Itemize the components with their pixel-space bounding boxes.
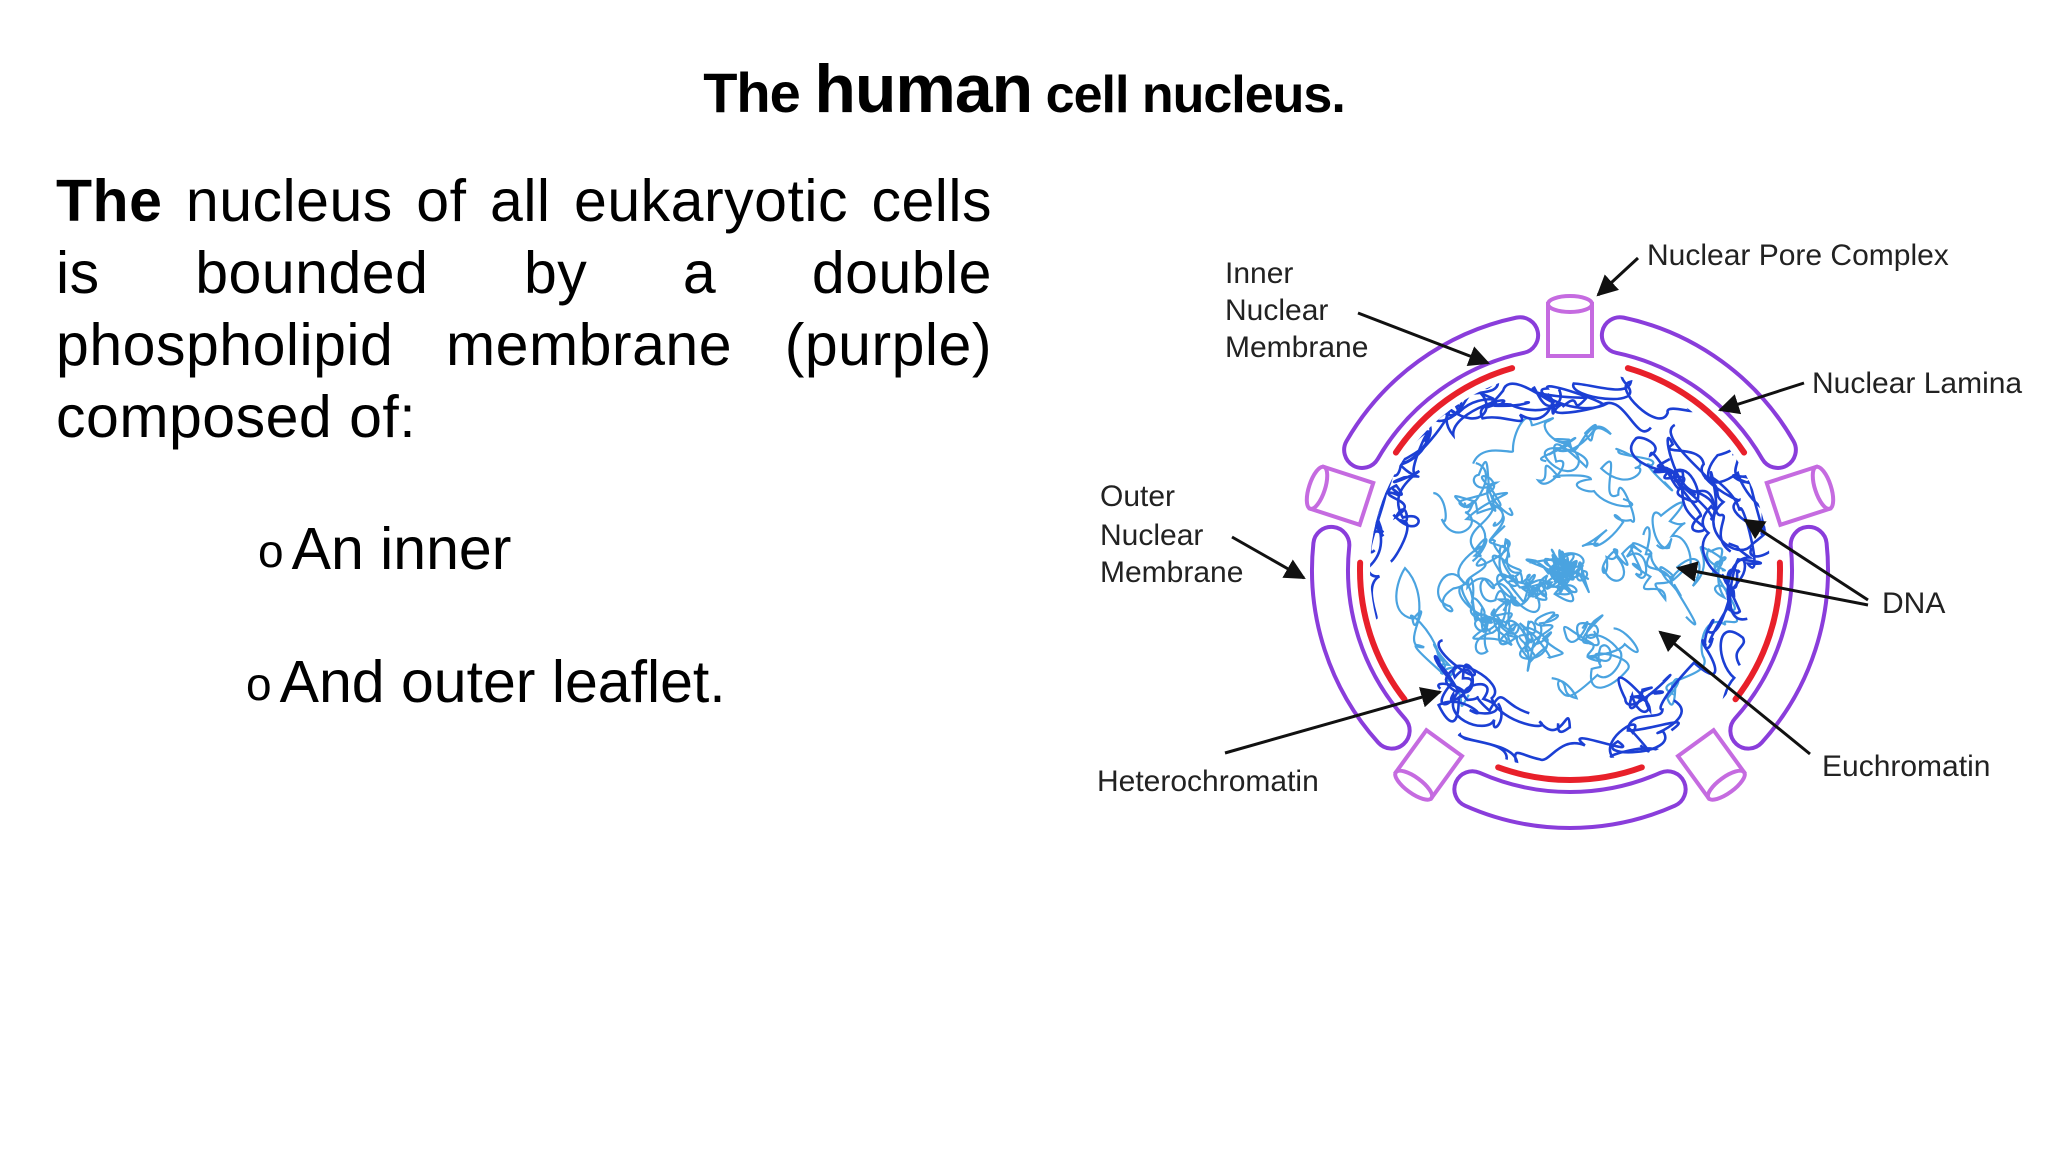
slide-title: The human cell nucleus. — [0, 50, 2048, 128]
chromatin-strand — [1432, 462, 1502, 534]
chromatin-strand — [1479, 382, 1562, 423]
chromatin-strand — [1563, 621, 1639, 689]
label-inner-3: Membrane — [1225, 331, 1368, 364]
pointer-arrows — [1224, 256, 1869, 756]
chromatin-strand — [1669, 423, 1770, 558]
label-euchromatin: Euchromatin — [1822, 750, 1990, 783]
chromatin-strand — [1665, 466, 1716, 533]
label-inner-1: Inner — [1225, 257, 1293, 290]
chromatin-strand — [1608, 630, 1746, 758]
outer-nuclear-membrane — [1310, 315, 1830, 830]
lamina-segment — [1495, 764, 1645, 783]
nuclear-pore-icon — [1764, 464, 1836, 528]
chromatin-strand — [1437, 573, 1549, 660]
chromatin-strand — [1631, 551, 1697, 626]
chromatin-strand — [1395, 566, 1470, 708]
chromatin-strand — [1572, 370, 1694, 420]
chromatin-strand — [1488, 515, 1531, 607]
arrow-nuclear-lamina — [1718, 381, 1805, 415]
arrow-dna-1 — [1743, 518, 1869, 602]
nuclear-pores — [1304, 294, 1836, 802]
nucleus-diagram: Inner Nuclear Membrane Nuclear Pore Comp… — [1080, 220, 2048, 870]
chromatin-strand — [1457, 699, 1683, 766]
arrow-pore-complex — [1596, 256, 1640, 297]
lamina-segment — [1392, 365, 1516, 456]
nuclear-lamina — [1357, 365, 1783, 783]
chromatin-strand — [1472, 417, 1612, 465]
label-nuclear-lamina: Nuclear Lamina — [1812, 367, 2022, 400]
label-dna: DNA — [1882, 587, 1945, 620]
arrow-inner-membrane — [1357, 311, 1490, 367]
chromatin-strand — [1531, 385, 1652, 433]
title-part-3: cell nucleus. — [1032, 66, 1346, 124]
chromatin-strand — [1458, 524, 1522, 633]
membrane-segment — [1600, 315, 1798, 470]
membrane-segment — [1728, 524, 1830, 751]
membrane-segment — [1310, 524, 1412, 751]
lamina-segment — [1624, 365, 1748, 456]
chromatin-strand — [1535, 437, 1634, 508]
title-part-1: The — [703, 61, 815, 124]
bullet-text: An inner — [291, 516, 512, 582]
chromatin-strand — [1464, 460, 1514, 558]
arrow-heterochromatin — [1224, 687, 1443, 755]
bullet-marker-icon: o — [258, 525, 284, 577]
lamina-segment — [1357, 559, 1408, 703]
lamina-segment — [1732, 559, 1783, 703]
arrow-euchromatin — [1658, 630, 1811, 756]
label-pore-complex: Nuclear Pore Complex — [1647, 239, 1949, 272]
chromatin-strand — [1551, 614, 1623, 700]
chromatin-strand — [1370, 483, 1409, 620]
bullet-marker-icon: o — [246, 658, 272, 710]
nuclear-pore-icon — [1393, 727, 1465, 802]
label-outer-3: Membrane — [1100, 556, 1243, 589]
membrane-segment — [1452, 769, 1688, 830]
label-outer-2: Nuclear — [1100, 519, 1203, 552]
chromatin-strand — [1581, 447, 1674, 547]
title-part-2: human — [814, 51, 1033, 127]
chromatin-strand — [1436, 682, 1530, 723]
chromatin-strand — [1472, 596, 1520, 647]
paragraph-body: nucleus of all eukaryotic cells is bound… — [56, 168, 992, 450]
label-heterochromatin: Heterochromatin — [1097, 765, 1319, 798]
label-outer-1: Outer — [1100, 480, 1175, 513]
nuclear-pore-icon — [1546, 294, 1594, 358]
bullet-text: And outer leaflet. — [279, 649, 726, 715]
chromatin-strand — [1543, 548, 1575, 582]
nuclear-pore-icon — [1304, 464, 1376, 528]
arrow-outer-membrane — [1231, 535, 1306, 580]
chromatin-strand — [1370, 457, 1421, 554]
paragraph-lead: The — [56, 168, 163, 234]
chromatin-strand — [1601, 526, 1653, 582]
chromatin-strand — [1433, 639, 1476, 706]
chromatin-strand — [1521, 558, 1567, 598]
chromatin-strand — [1630, 436, 1704, 528]
chromatin-strand — [1617, 673, 1672, 716]
membrane-segment — [1342, 315, 1540, 470]
nucleus-diagram-svg: Inner Nuclear Membrane Nuclear Pore Comp… — [1097, 239, 2022, 830]
chromatin-strand — [1626, 559, 1747, 732]
chromatin-strand — [1457, 537, 1507, 655]
intro-paragraph: The nucleus of all eukaryotic cells is b… — [56, 165, 992, 453]
arrow-dna-2 — [1675, 561, 1869, 607]
nuclear-pore-icon — [1675, 727, 1747, 802]
chromatin-strand — [1701, 470, 1762, 621]
label-inner-2: Nuclear — [1225, 294, 1328, 327]
